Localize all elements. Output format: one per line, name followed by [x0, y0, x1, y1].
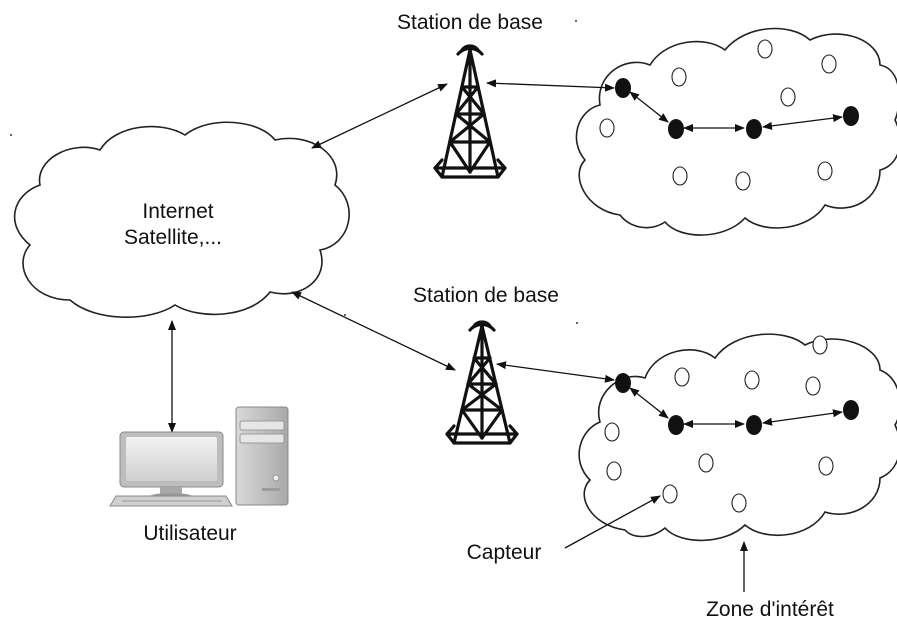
link-bottom-station-sink — [496, 361, 615, 383]
sensor-node-icon — [744, 370, 760, 390]
satellite-label: Satellite,... — [124, 226, 222, 249]
sensor-node-icon — [615, 78, 631, 98]
sensor-node-icon — [780, 87, 796, 107]
user-label: Utilisateur — [143, 522, 236, 545]
sensor-node-icon — [698, 453, 714, 473]
sensor-nodes-bottom — [604, 335, 859, 513]
sensor-label: Capteur — [467, 541, 542, 564]
link-top-station-sink — [486, 79, 615, 92]
sensor-node-icon — [818, 456, 834, 476]
sensor-field-cloud-top — [575, 27, 897, 236]
link-internet-bottom-station — [291, 291, 456, 371]
sensor-node-icon — [821, 54, 837, 74]
links — [168, 79, 843, 592]
sensor-node-icon — [731, 493, 747, 513]
desktop-computer-icon — [109, 406, 289, 507]
sensor-node-icon — [735, 171, 751, 191]
sensor-node-icon — [615, 373, 631, 393]
sensor-node-icon — [746, 415, 762, 435]
sensor-node-icon — [757, 39, 773, 59]
sensor-node-icon — [668, 415, 684, 435]
sensor-node-icon — [746, 119, 762, 139]
sensor-node-icon — [604, 422, 620, 442]
sensor-node-icon — [805, 376, 821, 396]
sensor-pointer — [564, 495, 661, 549]
base-station-top-label: Station de base — [397, 11, 543, 34]
sensor-node-icon — [672, 166, 688, 186]
internet-label: Internet — [142, 200, 213, 223]
sensor-node-icon — [843, 106, 859, 126]
base-station-bottom-label: Station de base — [413, 284, 559, 307]
sensor-node-icon — [662, 484, 678, 504]
antenna-tower-icon-top — [433, 44, 507, 179]
sensor-node-icon — [599, 118, 615, 138]
sensor-node-icon — [812, 335, 828, 355]
zone-label: Zone d'intérêt — [706, 598, 834, 621]
link-internet-top-station — [311, 83, 448, 149]
antenna-tower-icon-bottom — [445, 320, 519, 445]
sensor-node-icon — [668, 119, 684, 139]
internet-cloud: Internet Satellite,... — [13, 121, 350, 318]
sensor-node-icon — [606, 461, 622, 481]
sensor-node-icon — [671, 67, 687, 87]
sensor-nodes-top — [599, 39, 859, 191]
sensor-node-icon — [817, 161, 833, 181]
sensor-node-icon — [843, 400, 859, 420]
sensor-node-icon — [674, 367, 690, 387]
